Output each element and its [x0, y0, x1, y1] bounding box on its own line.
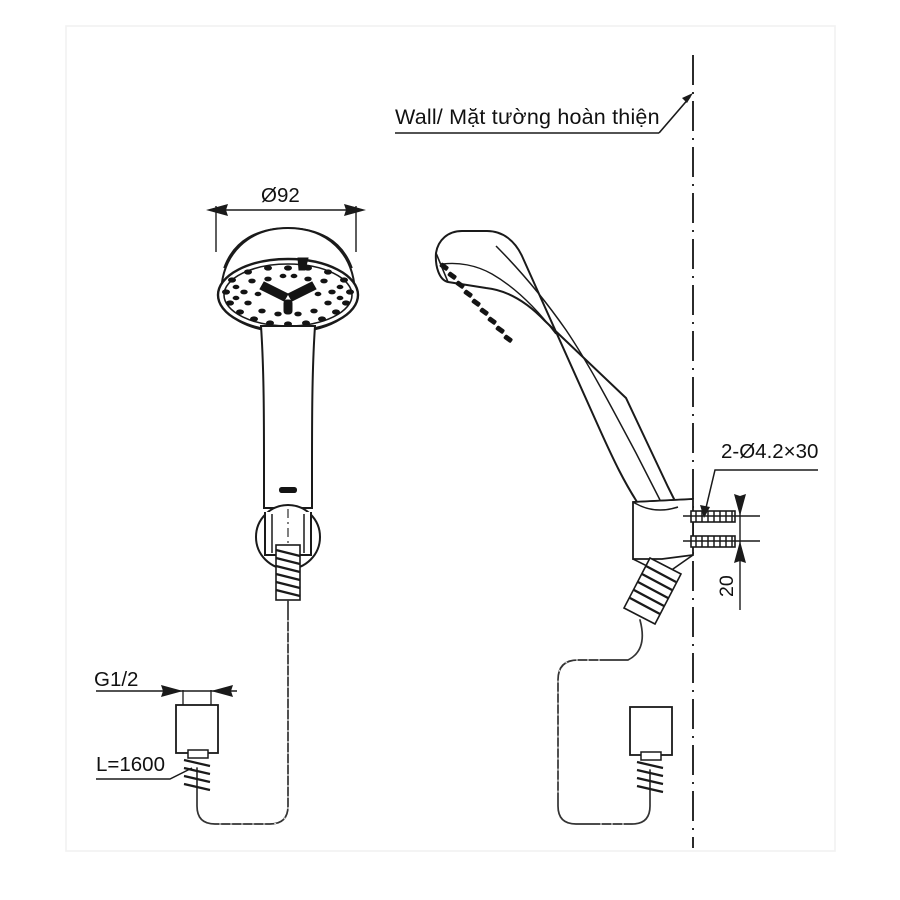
side-body-outline [434, 230, 680, 522]
screw-spec-arrowhead [700, 505, 710, 518]
g12-dimension: G1/2 [94, 668, 237, 697]
head-top-rim [223, 227, 353, 269]
bracket-outline [632, 498, 694, 560]
side-g12-body [629, 706, 673, 756]
dim-arrow-left [206, 204, 228, 216]
side-hose [557, 619, 651, 825]
page-frame [65, 25, 836, 852]
g12-arrow-right [211, 685, 233, 697]
hose-length-leader [96, 767, 193, 780]
g12-label: G1/2 [94, 668, 138, 691]
mounting-screws [683, 510, 760, 548]
front-shower-head [216, 226, 360, 334]
hose-length-label: L=1600 [96, 753, 165, 776]
side-g12-neck [640, 751, 662, 761]
center-spray-pattern [259, 257, 317, 315]
wall-label: Wall/ Mặt tường hoàn thiện [395, 105, 660, 129]
front-view: Ø92 [94, 184, 366, 825]
screw-upper [683, 510, 760, 523]
side-inner-contour [495, 245, 661, 501]
bracket-seat [632, 501, 679, 511]
screw-spacing-label: 20 [716, 575, 738, 597]
handle-button [279, 487, 297, 493]
wall-label-leader [658, 96, 691, 134]
spacing-arrow-bottom [734, 541, 746, 563]
front-hose-coil [275, 544, 301, 601]
dim-arrow-right [344, 204, 366, 216]
side-nozzle-edge [439, 262, 513, 343]
front-g12-connector [175, 690, 219, 792]
nozzle-dots [222, 265, 354, 327]
head-diameter-dimension: Ø92 [206, 184, 366, 252]
side-head-crease [442, 262, 557, 335]
g12-neck [187, 749, 209, 759]
screw-lower [683, 535, 760, 548]
side-shower-handle [434, 230, 680, 522]
bracket-top-edge [632, 498, 694, 503]
side-view: 20 2-Ø4.2×30 [434, 230, 818, 825]
side-g12-thread [636, 760, 664, 794]
screw-spec-label: 2-Ø4.2×30 [721, 440, 818, 463]
g12-body [175, 704, 219, 754]
wall-label-arrowhead [682, 93, 693, 103]
head-diameter-label: Ø92 [261, 184, 300, 207]
wall-label-group: Wall/ Mặt tường hoàn thiện [395, 93, 693, 134]
front-hose [196, 599, 289, 825]
front-handle [259, 325, 317, 509]
side-g12-connector [629, 706, 673, 794]
handle-outline [259, 325, 317, 509]
side-head-tip-edge [435, 252, 449, 283]
screw-spec-callout: 2-Ø4.2×30 [700, 440, 818, 518]
hose-length-annotation: L=1600 [96, 753, 193, 780]
side-hose-path [557, 619, 651, 825]
spacing-arrow-top [734, 494, 746, 516]
front-hose-dash-overlay [215, 620, 289, 825]
screw-spec-leader [704, 469, 818, 513]
side-hose-coil [622, 556, 683, 626]
screw-spacing-dimension: 20 [716, 494, 746, 610]
g12-arrow-left [161, 685, 183, 697]
side-hose-dash-overlay [557, 659, 600, 800]
